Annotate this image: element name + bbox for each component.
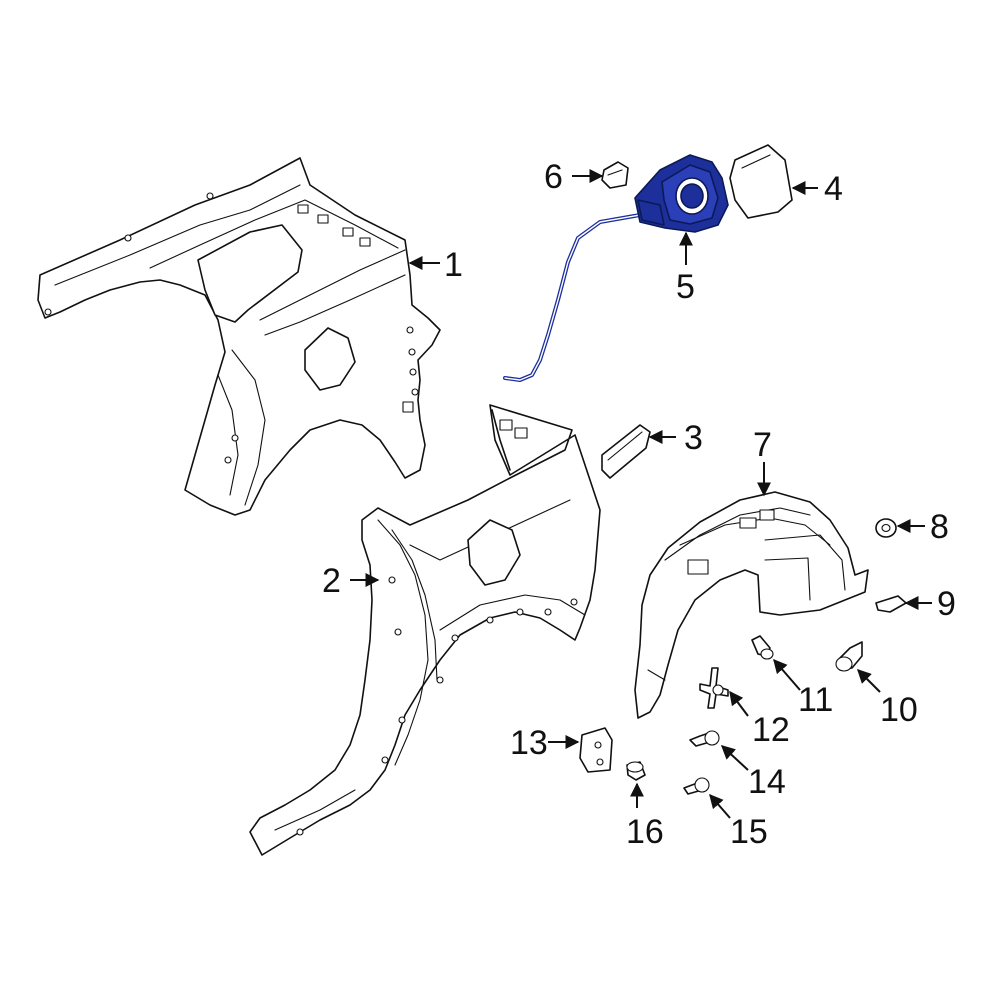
callout-11: 11: [798, 681, 833, 719]
part-16-bolt[interactable]: [626, 761, 646, 781]
callout-8: 8: [930, 508, 949, 546]
callout-16: 16: [626, 813, 664, 851]
part-5-fuel-filler-housing[interactable]: [503, 154, 729, 382]
callout-13: 13: [510, 724, 548, 762]
part-2-outer-quarter-panel[interactable]: [249, 404, 601, 856]
callout-3: 3: [684, 419, 703, 457]
callout-5: 5: [676, 268, 695, 306]
part-4-fuel-door[interactable]: [729, 144, 793, 219]
callout-9: 9: [937, 585, 956, 623]
part-3-plate[interactable]: [601, 424, 651, 479]
callout-labels: 1 2 3 4 5 6 7 8 9 10 11 12 13 14 15 16: [322, 158, 956, 851]
part-15-screw[interactable]: [683, 777, 710, 795]
leader-arrows: [350, 169, 932, 819]
callout-10: 10: [880, 691, 918, 729]
part-8-nut[interactable]: [875, 518, 897, 538]
part-10-push-clip[interactable]: [835, 641, 863, 672]
callout-2: 2: [322, 562, 341, 600]
part-7-wheel-house-liner[interactable]: [634, 491, 869, 719]
part-6-clip[interactable]: [601, 161, 629, 189]
part-13-bracket[interactable]: [579, 727, 613, 773]
part-1-inner-quarter-panel[interactable]: [37, 157, 441, 516]
callout-7: 7: [753, 426, 772, 464]
callout-15: 15: [730, 813, 768, 851]
callout-1: 1: [444, 246, 463, 284]
callout-4: 4: [824, 170, 843, 208]
part-14-screw[interactable]: [689, 730, 720, 747]
callout-12: 12: [752, 711, 790, 749]
part-12-rivet[interactable]: [699, 667, 729, 709]
part-11-bolt[interactable]: [751, 635, 774, 660]
callout-14: 14: [748, 763, 786, 801]
part-9-clip[interactable]: [875, 595, 907, 613]
callout-6: 6: [544, 158, 563, 196]
